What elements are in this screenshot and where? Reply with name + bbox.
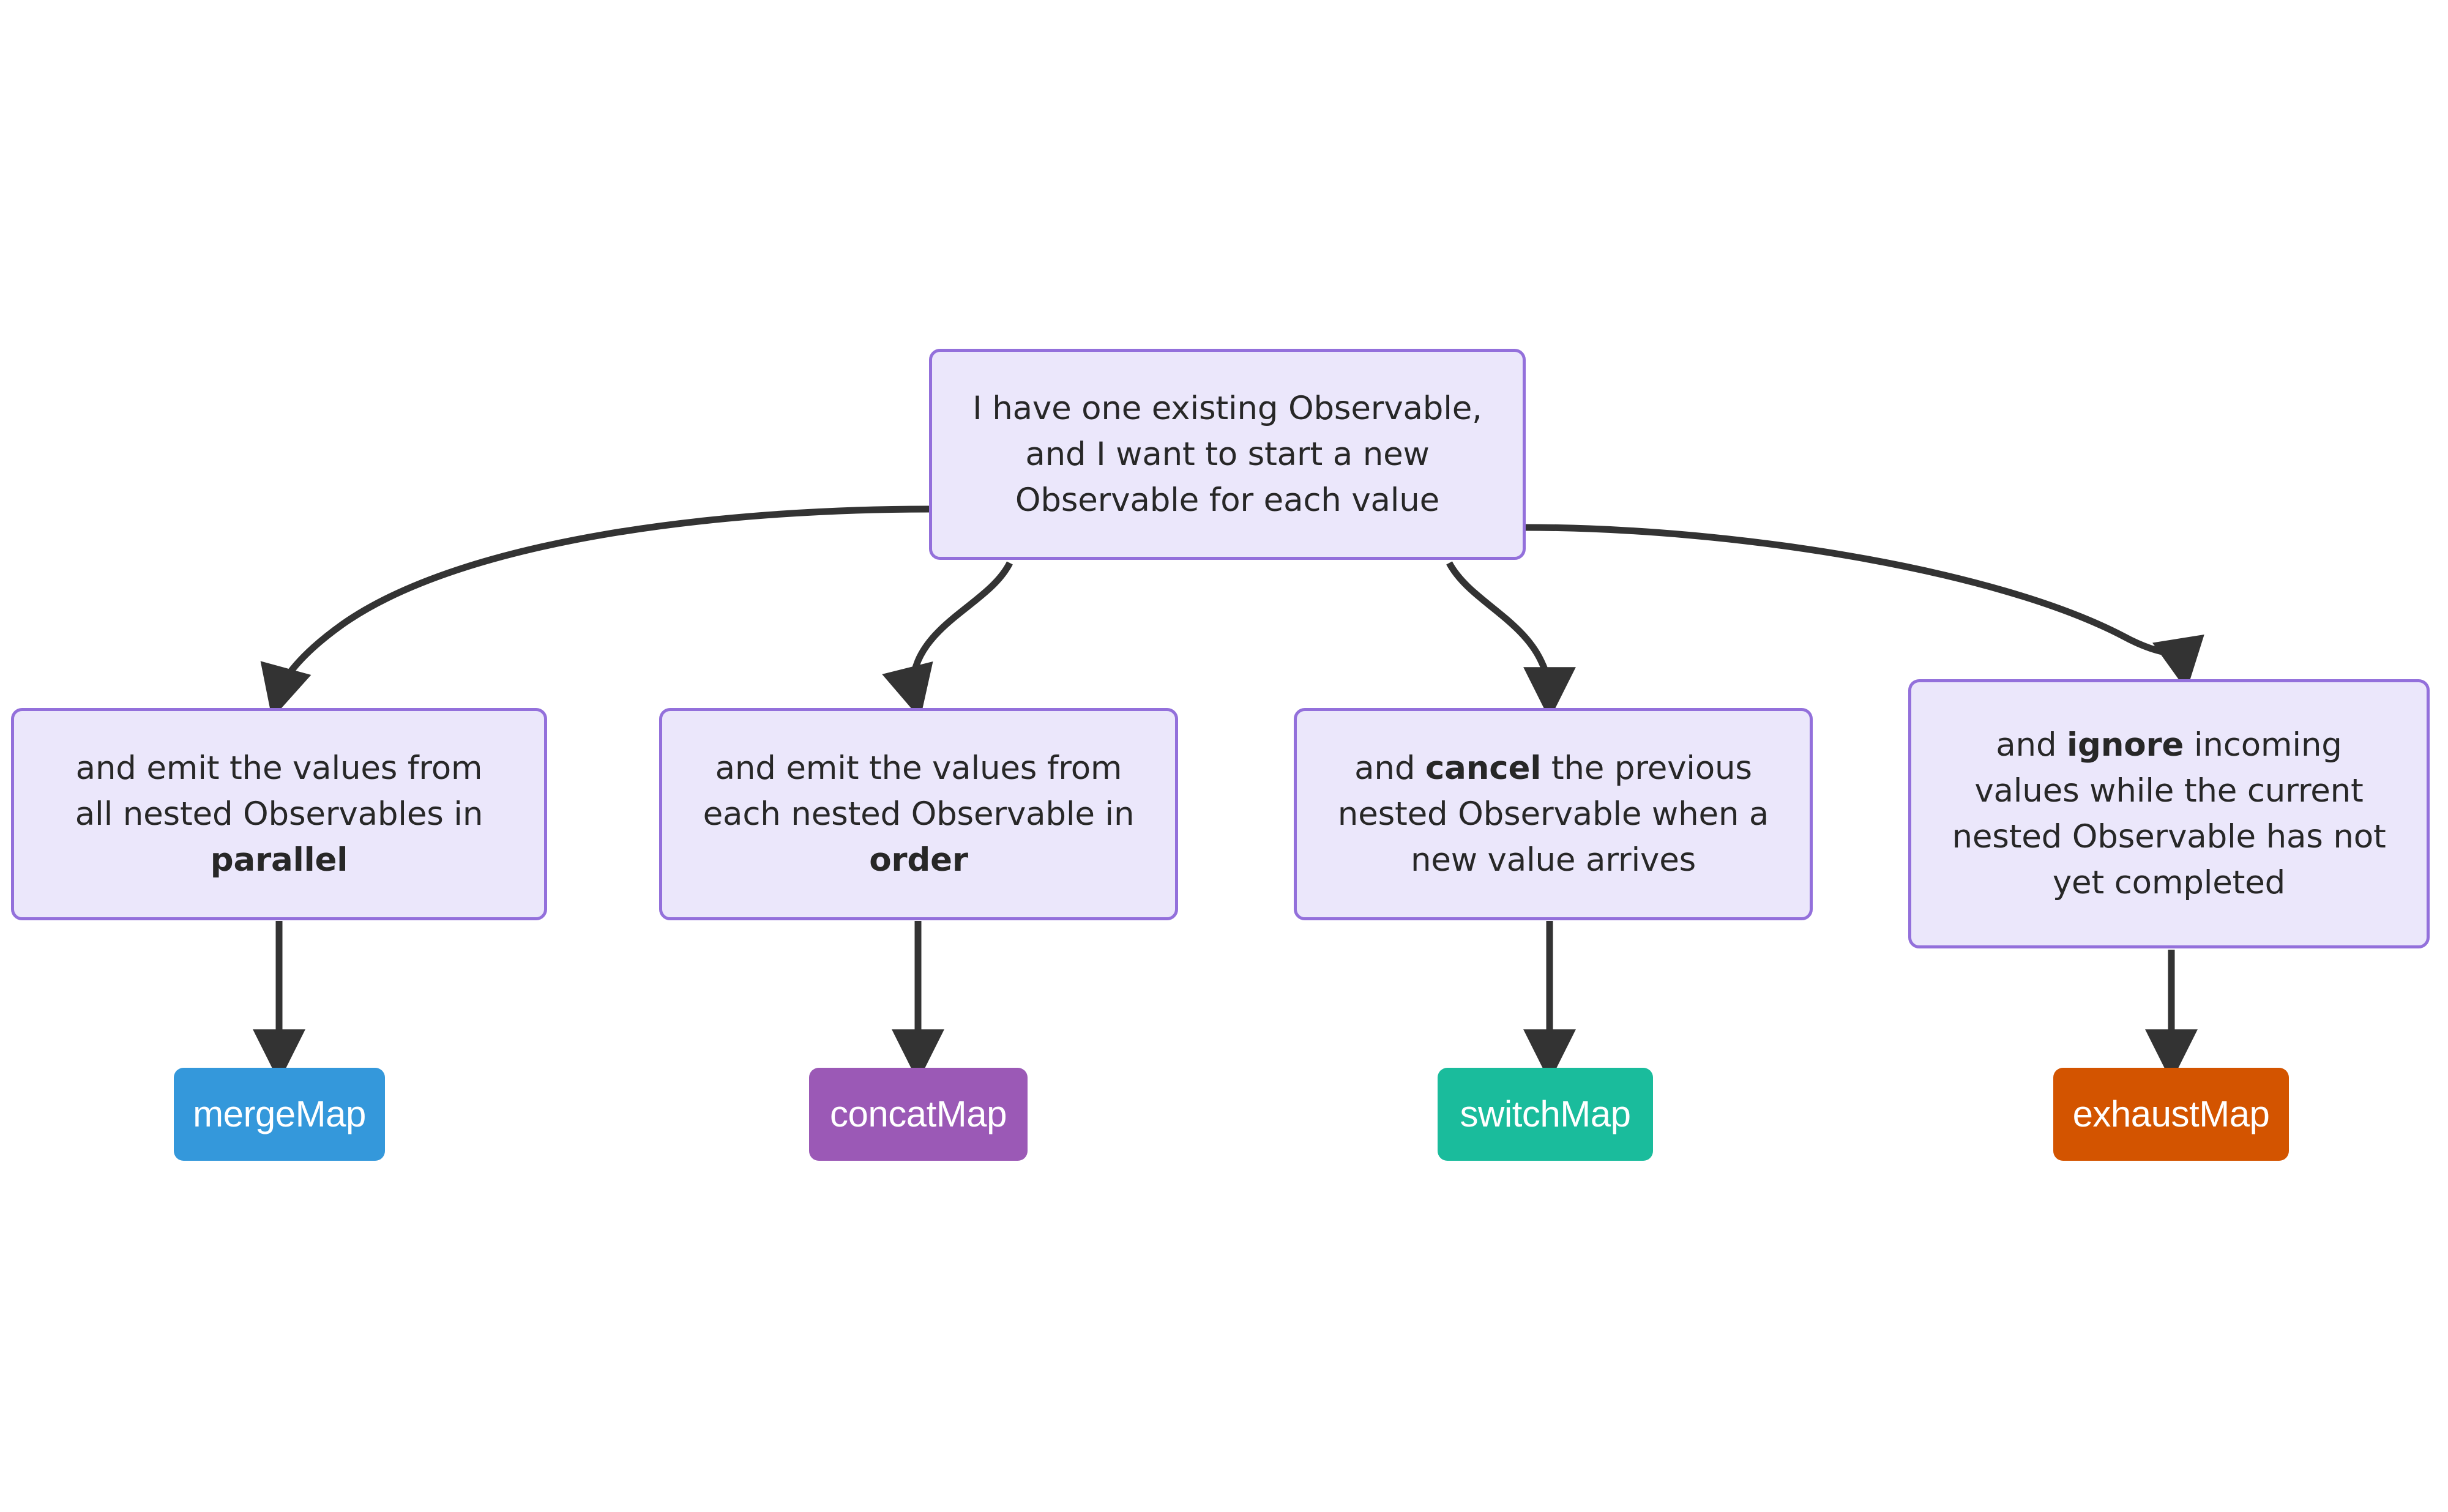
node-root[interactable]: I have one existing Observable,and I wan… <box>929 349 1526 560</box>
node-root-label: I have one existing Observable,and I wan… <box>972 390 1482 519</box>
edge-root-to-parallel <box>260 505 930 719</box>
edge-root-to-order <box>882 561 1013 719</box>
node-op-concatmap[interactable]: concatMap <box>809 1068 1028 1161</box>
edge-root-to-cancel <box>1446 561 1576 720</box>
node-op-mergemap-label: mergeMap <box>193 1093 366 1134</box>
node-op-mergemap[interactable]: mergeMap <box>174 1068 385 1161</box>
node-op-concatmap-label: concatMap <box>830 1093 1007 1134</box>
edge-root-to-ignore <box>1524 524 2204 691</box>
node-op-exhaustmap[interactable]: exhaustMap <box>2053 1068 2289 1161</box>
node-op-switchmap-label: switchMap <box>1460 1093 1631 1134</box>
node-op-exhaustmap-label: exhaustMap <box>2072 1093 2270 1134</box>
node-op-switchmap[interactable]: switchMap <box>1438 1068 1653 1161</box>
